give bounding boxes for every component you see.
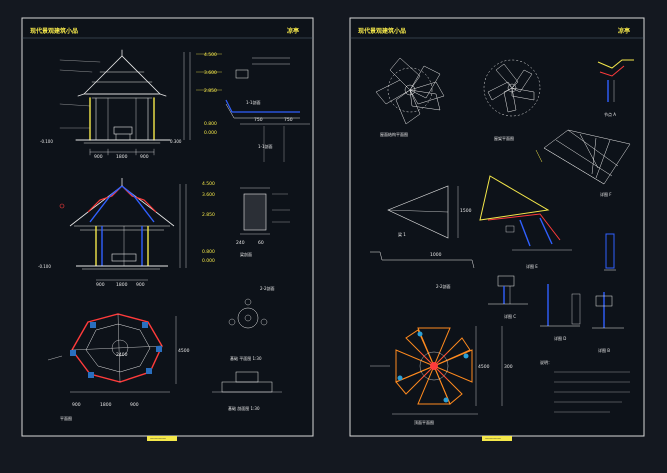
left-footer-bar [147,436,177,441]
level-ruler-top: 4.500 3.600 2.850 0.800 0.000 [183,52,222,140]
triangle-truss: 详图 E [479,175,572,269]
beam-dim-2: 60 [258,240,264,246]
level-mid-3: 2.850 [202,212,215,218]
level-top-1: 4.500 [204,52,217,58]
right-sheet-title: 现代景观建筑小品 [358,27,406,35]
detail-note-top: 1-1剖面 [258,143,273,149]
wedge-base-dim: 1000 [430,252,442,258]
level-top-5: 0.000 [204,130,217,136]
plan-height: 4500 [178,348,190,354]
roof-plan-right-label: 屋架平面图 [494,135,514,141]
gutter-detail: 节点 A [597,59,634,117]
beam-dim-1: 240 [236,240,245,246]
left-sheet: 现代景观建筑小品 凉亭 [21,17,314,441]
level-top-4: 0.800 [204,121,217,127]
top-bay-right: 900 [140,154,149,160]
right-sheet-border [349,17,645,437]
roof-plan-left-label: 屋面结构平面图 [380,131,408,137]
wedge-dim: 1500 [460,208,472,214]
star-plan-label: 顶面平面图 [414,419,434,425]
top-bay-center: 1800 [116,154,128,160]
footing-label: 基础 剖面图 1:30 [228,405,260,411]
conn-label-2: 详图 C [504,313,516,319]
top-left-level: -0.100 [40,139,53,144]
mid-bay-center: 1800 [116,282,128,288]
truss-label: 详图 E [526,263,538,269]
beam-label: 梁剖面 [240,251,252,257]
design-notes: 说明： [540,359,630,413]
right-sheet-stamp: 凉亭 [618,27,630,35]
plan-bay-center: 1800 [100,402,112,408]
left-sheet-border [21,17,314,437]
roof-plan-star-left [375,57,445,125]
left-sheet-stamp: 凉亭 [287,27,299,35]
pavilion-floor-plan: 900 1800 900 2400 4500 平面图 [47,313,190,421]
eave-detail-top: 1-1剖面 750 750 1-1剖面 [225,57,310,162]
top-right-level: 0.300 [170,139,182,144]
conn-label-3: 详图 D [554,335,566,341]
mid-bay-right: 900 [136,282,145,288]
wedge-beam: 1500 梁 1 1000 [370,185,475,269]
section-label-mid: 2-2剖面 [260,285,275,291]
level-mid-1: 4.500 [202,181,215,187]
detail-label-top: 1-1剖面 [246,99,261,105]
beam-section-detail: 240 60 梁剖面 [236,187,290,257]
left-footer: ———— [150,436,166,441]
plan-bay-right: 900 [130,402,139,408]
right-sheet: 现代景观建筑小品 凉亭 屋面结构平面图 屋架平面图 [349,17,645,441]
post-detail [604,233,616,271]
plan-label: 平面图 [60,415,72,421]
top-bay-left: 900 [94,154,103,160]
conn-label-4: 详图 B [598,347,610,353]
segment-label: 详图 F [600,191,612,197]
right-footer: ———— [485,436,501,441]
level-mid-2: 3.600 [202,192,215,198]
gutter-label: 节点 A [604,111,616,117]
roof-plan-star-right [483,59,541,117]
connection-details: 2-2剖面 详图 C 详图 D 详图 B [436,275,624,353]
detail-dim-2: 750 [284,117,293,123]
level-top-3: 2.850 [204,88,217,94]
level-ruler-mid: 4.500 3.600 2.850 0.800 0.000 [179,181,215,268]
roof-segment-3d: 详图 F [535,129,631,197]
plan-bay-left: 900 [72,402,81,408]
star-floor-plan: 4500 300 顶面平面图 [370,326,513,425]
pavilion-side-elevation: 900 1800 900 -0.100 [38,178,175,288]
level-mid-4: 0.800 [202,249,215,255]
left-sheet-title: 现代景观建筑小品 [30,27,78,35]
pavilion-front-elevation: 900 1800 900 -0.100 0.300 [40,49,182,160]
mid-left-level: -0.100 [38,264,51,269]
column-details: 基础 平面图 1:30 基础 剖面图 1:30 [212,298,282,411]
wedge-label: 梁 1 [398,231,406,237]
level-top-2: 3.600 [204,70,217,76]
star-plan-height: 4500 [478,364,490,370]
detail-dim-1: 750 [254,117,263,123]
level-mid-5: 0.000 [202,258,215,264]
column-detail-label: 基础 平面图 1:30 [230,355,262,361]
plan-span: 2400 [116,352,128,358]
conn-label-1: 2-2剖面 [436,283,451,289]
mid-bay-left: 900 [96,282,105,288]
right-footer-bar [482,436,512,441]
notes-title: 说明： [540,359,552,365]
star-plan-side: 300 [504,364,513,370]
